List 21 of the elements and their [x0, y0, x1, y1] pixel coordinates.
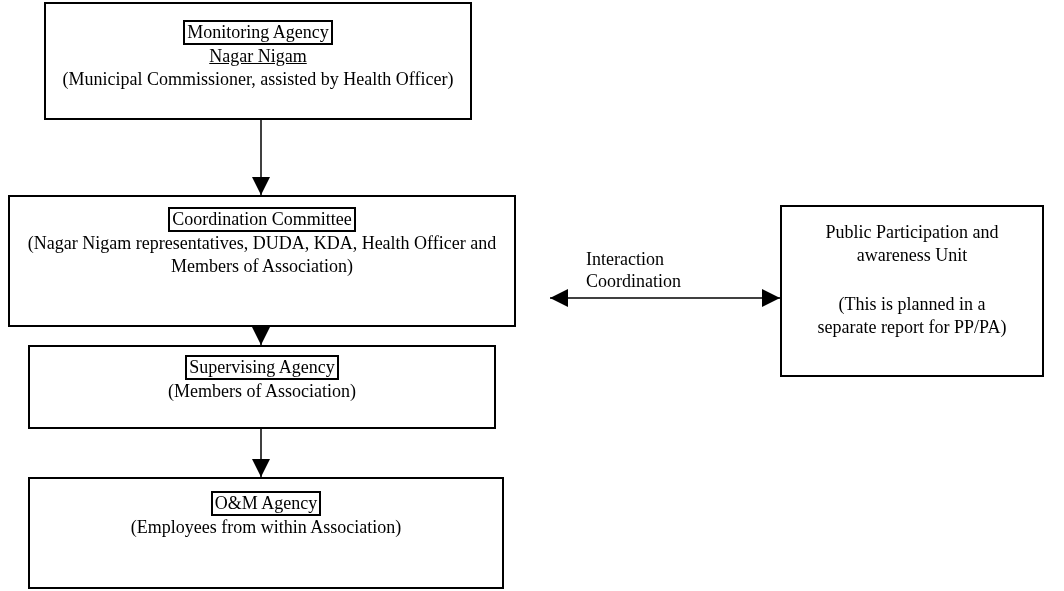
description: (Members of Association): [168, 380, 356, 403]
process-box: [28, 477, 504, 589]
heading: Monitoring Agency: [183, 20, 333, 45]
arrow: [252, 428, 270, 478]
edge-label: Interaction Coordination: [586, 248, 682, 292]
process-box: [28, 345, 496, 429]
heading: Coordination Committee: [168, 207, 356, 232]
description: Public Participation and awareness Unit: [824, 221, 1000, 267]
description: (Municipal Commissioner, assisted by Health Officer): [62, 68, 454, 91]
description: (Nagar Nigam representatives, DUDA, KDA, Health Officer and Members of Association): [26, 232, 498, 278]
description: (This is planned in a separate report for PP/PA): [816, 293, 1008, 339]
process-box: [8, 195, 516, 327]
arrow: [549, 289, 781, 307]
arrow: [252, 326, 270, 346]
agency-name: Nagar Nigam: [209, 45, 307, 68]
process-box: [44, 2, 472, 120]
process-box: [780, 205, 1044, 377]
heading: Supervising Agency: [185, 355, 339, 380]
description: (Employees from within Association): [130, 516, 402, 539]
heading: O&M Agency: [210, 491, 322, 516]
arrow: [252, 119, 270, 196]
